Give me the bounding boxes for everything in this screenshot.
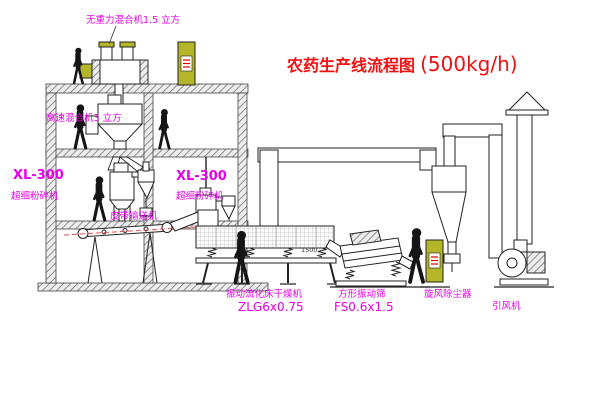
worker-figure (94, 176, 105, 220)
exhaust-duct (257, 147, 437, 227)
cyclone-separator (431, 123, 503, 272)
gravity-mixer (79, 41, 149, 107)
conveyor-centerline (63, 226, 198, 236)
label-gravity-mixer: 无重力混合机1.5 立方 (86, 14, 180, 26)
worker-figure (75, 104, 86, 148)
high-speed-mixer (85, 94, 144, 150)
worker-figure (410, 228, 423, 282)
label-fan: 引风机 (492, 300, 521, 312)
label-high-speed-mixer: 高速混合机3 立方 (46, 112, 122, 124)
label-mill-left-name: 超细粉碎机 (11, 190, 59, 202)
label-mill-right-model: XL-300 (176, 169, 227, 184)
control-panel-top (177, 41, 196, 86)
label-mill-left-model: XL-300 (13, 168, 64, 183)
panel-indicator-marks (431, 256, 438, 265)
vibrating-screen (325, 229, 430, 288)
page-title: 农药生产线流程图 (500kg/h) (286, 52, 518, 76)
label-belt-conveyor: 皮带输送机 (110, 210, 158, 222)
fluid-bed-dryer (195, 209, 343, 285)
label-dryer-model: ZLG6x0.75 (238, 300, 304, 314)
title-main: 农药生产线流程图 (286, 56, 415, 75)
label-dryer-name: 振动流化床干燥机 (226, 288, 303, 300)
belt-conveyor (77, 222, 173, 284)
worker-figure (160, 109, 169, 148)
label-cyclone: 旋风除尘器 (424, 288, 472, 300)
label-screen-name: 方形振动筛 (338, 288, 386, 300)
label-leader-line (108, 25, 117, 45)
induced-draft-fan (494, 239, 554, 288)
panel-indicator-marks (183, 59, 190, 68)
control-panel-screen (420, 239, 450, 288)
label-mill-right-name: 超细粉碎机 (176, 190, 224, 202)
exhaust-stack (505, 91, 549, 245)
mill-left (108, 161, 155, 222)
title-capacity: (500kg/h) (420, 52, 517, 76)
label-screen-model: FS0.6x1.5 (334, 300, 394, 314)
dimension-text: 1500 (301, 246, 318, 254)
